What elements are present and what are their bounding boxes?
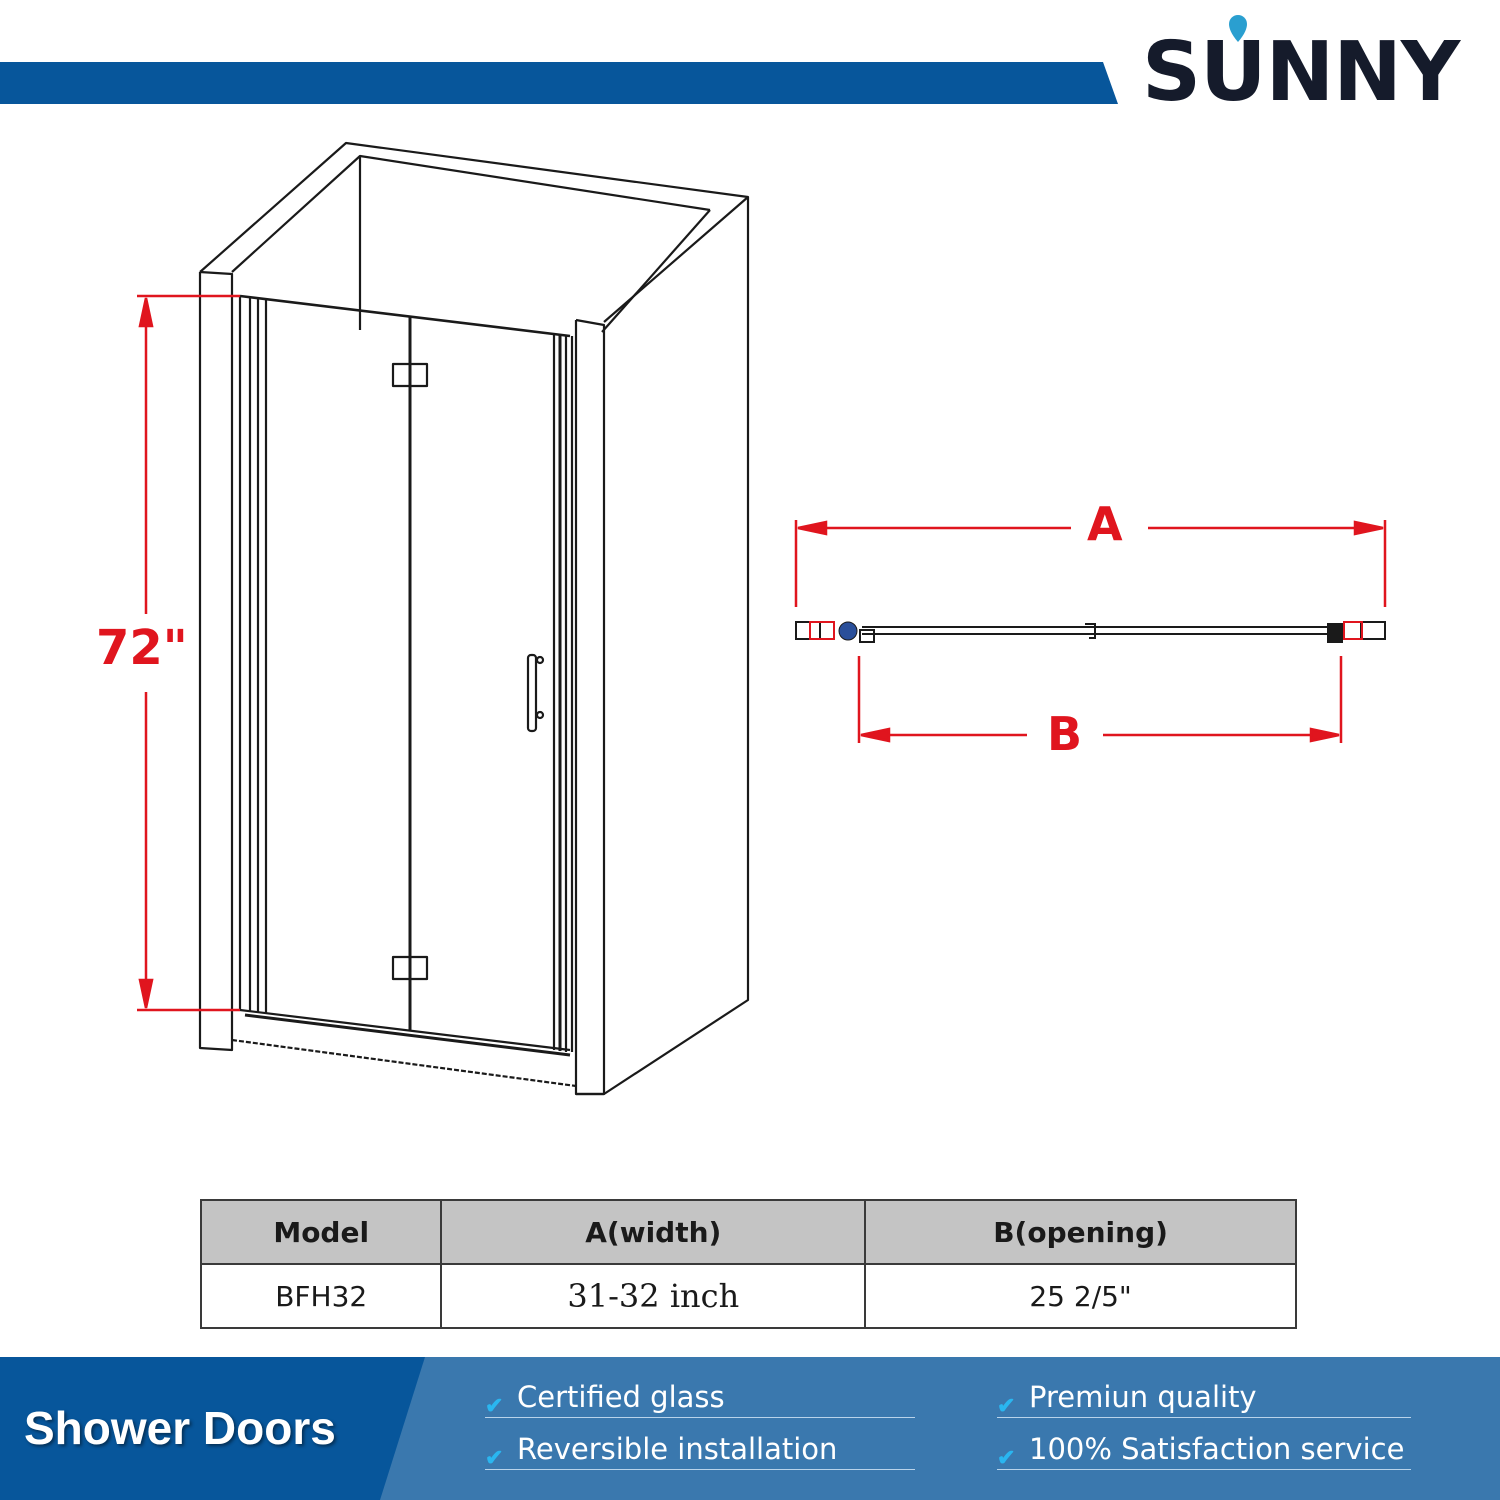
footer-banner: Shower Doors ✔ Certified glass ✔ Reversi…	[0, 1357, 1500, 1500]
footer-title-panel	[0, 1357, 425, 1500]
feature-label: Premiun quality	[1029, 1380, 1257, 1414]
brand-logo: SUNNY	[1142, 15, 1482, 120]
check-icon: ✔	[997, 1445, 1016, 1470]
feature-item: ✔ Reversible installation	[485, 1429, 915, 1470]
check-icon: ✔	[485, 1445, 504, 1470]
cell-model: BFH32	[199, 1263, 443, 1329]
width-a-label: A	[1087, 497, 1123, 551]
brand-name: SUNNY	[1142, 25, 1460, 120]
feature-item: ✔ Certified glass	[485, 1377, 915, 1418]
water-drop-icon	[1229, 15, 1247, 42]
shower-door-drawing	[137, 141, 1387, 1096]
table-header-row: Model A(width) B(opening)	[199, 1199, 1297, 1265]
height-dimension-label: 72"	[96, 620, 188, 676]
check-icon: ✔	[997, 1393, 1016, 1418]
column-header-width: A(width)	[440, 1199, 867, 1265]
column-header-opening: B(opening)	[864, 1199, 1297, 1265]
feature-label: Certified glass	[517, 1380, 725, 1414]
header-bar	[0, 62, 1118, 104]
opening-b-label: B	[1047, 707, 1083, 761]
feature-label: Reversible installation	[517, 1432, 838, 1466]
check-icon: ✔	[485, 1393, 504, 1418]
feature-item: ✔ Premiun quality	[997, 1377, 1411, 1418]
cell-width: 31-32 inch	[440, 1263, 867, 1329]
cell-opening: 25 2/5"	[864, 1263, 1297, 1329]
column-header-model: Model	[199, 1199, 443, 1265]
feature-item: ✔ 100% Satisfaction service	[997, 1429, 1411, 1470]
spec-table: Model A(width) B(opening) BFH32 31-32 in…	[199, 1199, 1297, 1329]
feature-label: 100% Satisfaction service	[1029, 1432, 1405, 1466]
footer-title: Shower Doors	[24, 1402, 336, 1454]
table-row: BFH32 31-32 inch 25 2/5"	[199, 1263, 1297, 1329]
